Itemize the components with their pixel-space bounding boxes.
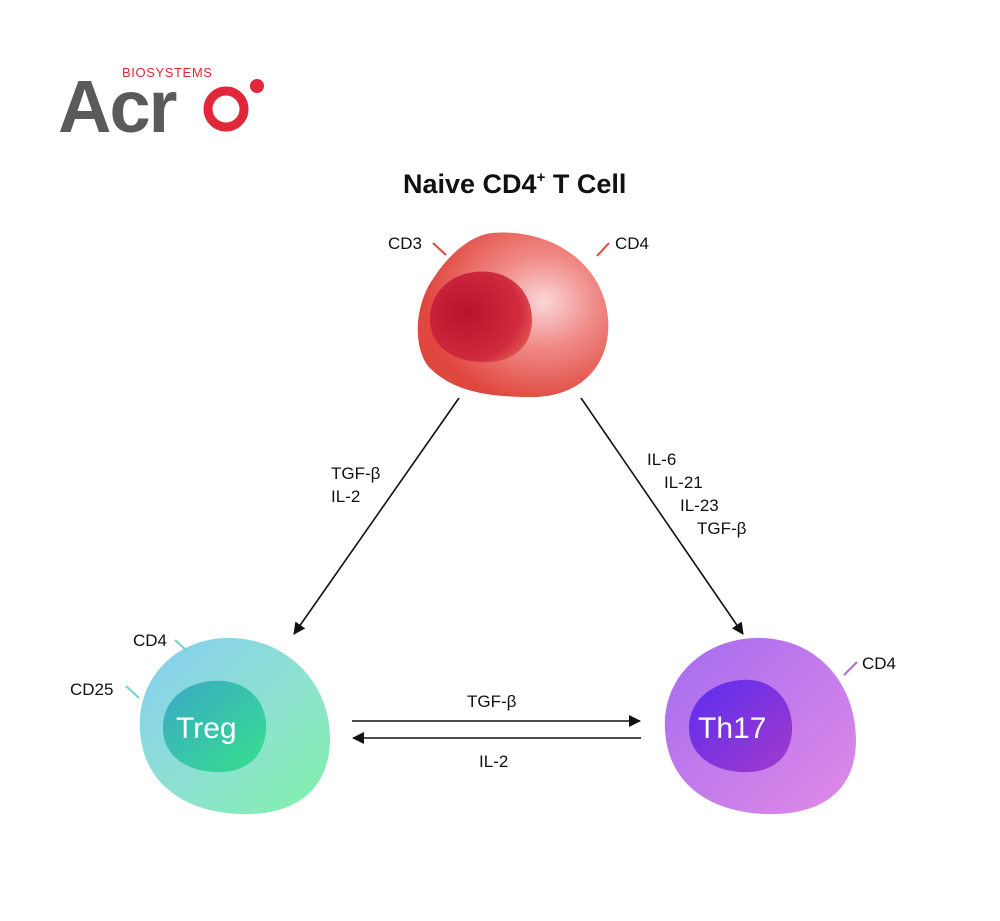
interconversion-label-tgf-beta: TGF-β — [467, 692, 517, 711]
cd4-label-th17: CD4 — [862, 654, 896, 673]
th17-cytokine-tgf-beta: TGF-β — [697, 519, 747, 538]
cd4-marker-line-th17 — [843, 661, 858, 676]
cd25-marker-line — [125, 685, 140, 699]
naive-cell-nucleus — [430, 271, 532, 363]
logo-o-mark — [203, 79, 264, 132]
cd25-label: CD25 — [70, 680, 113, 699]
th17-cell-nucleus — [688, 679, 793, 773]
cd4-label-naive: CD4 — [615, 234, 649, 253]
cd3-label: CD3 — [388, 234, 422, 253]
cd4-label-treg: CD4 — [133, 631, 167, 650]
th17-cell: Th17 CD4 — [664, 637, 896, 815]
logo-wordmark: Acr — [58, 65, 177, 148]
th17-cytokine-il-21: IL-21 — [664, 473, 703, 492]
logo-tagline: BIOSYSTEMS — [122, 65, 213, 80]
logo-o-ring — [203, 86, 249, 132]
treg-cell-label: Treg — [176, 712, 237, 745]
naive-t-cell: CD3 CD4 — [388, 232, 649, 398]
acro-logo: BIOSYSTEMS Acr — [58, 65, 264, 148]
treg-cell: Treg CD4 CD25 — [70, 631, 330, 815]
cd4-marker-line-naive — [596, 242, 610, 257]
treg-cytokine-tgf-beta: TGF-β — [331, 464, 381, 483]
logo-dot — [250, 79, 264, 93]
treg-cytokine-il-2: IL-2 — [331, 487, 360, 506]
treg-cell-nucleus — [162, 680, 267, 773]
cd4-marker-line-treg — [174, 639, 189, 653]
arrow-naive-to-th17 — [580, 397, 744, 635]
arrow-naive-to-treg — [293, 397, 460, 635]
cd3-marker-line — [432, 242, 447, 256]
th17-cell-label: Th17 — [698, 712, 766, 745]
th17-cytokine-il-23: IL-23 — [680, 496, 719, 515]
diagram-title: Naive CD4+ T Cell — [403, 169, 626, 199]
th17-cytokine-il-6: IL-6 — [647, 450, 676, 469]
interconversion-label-il-2: IL-2 — [479, 752, 508, 771]
